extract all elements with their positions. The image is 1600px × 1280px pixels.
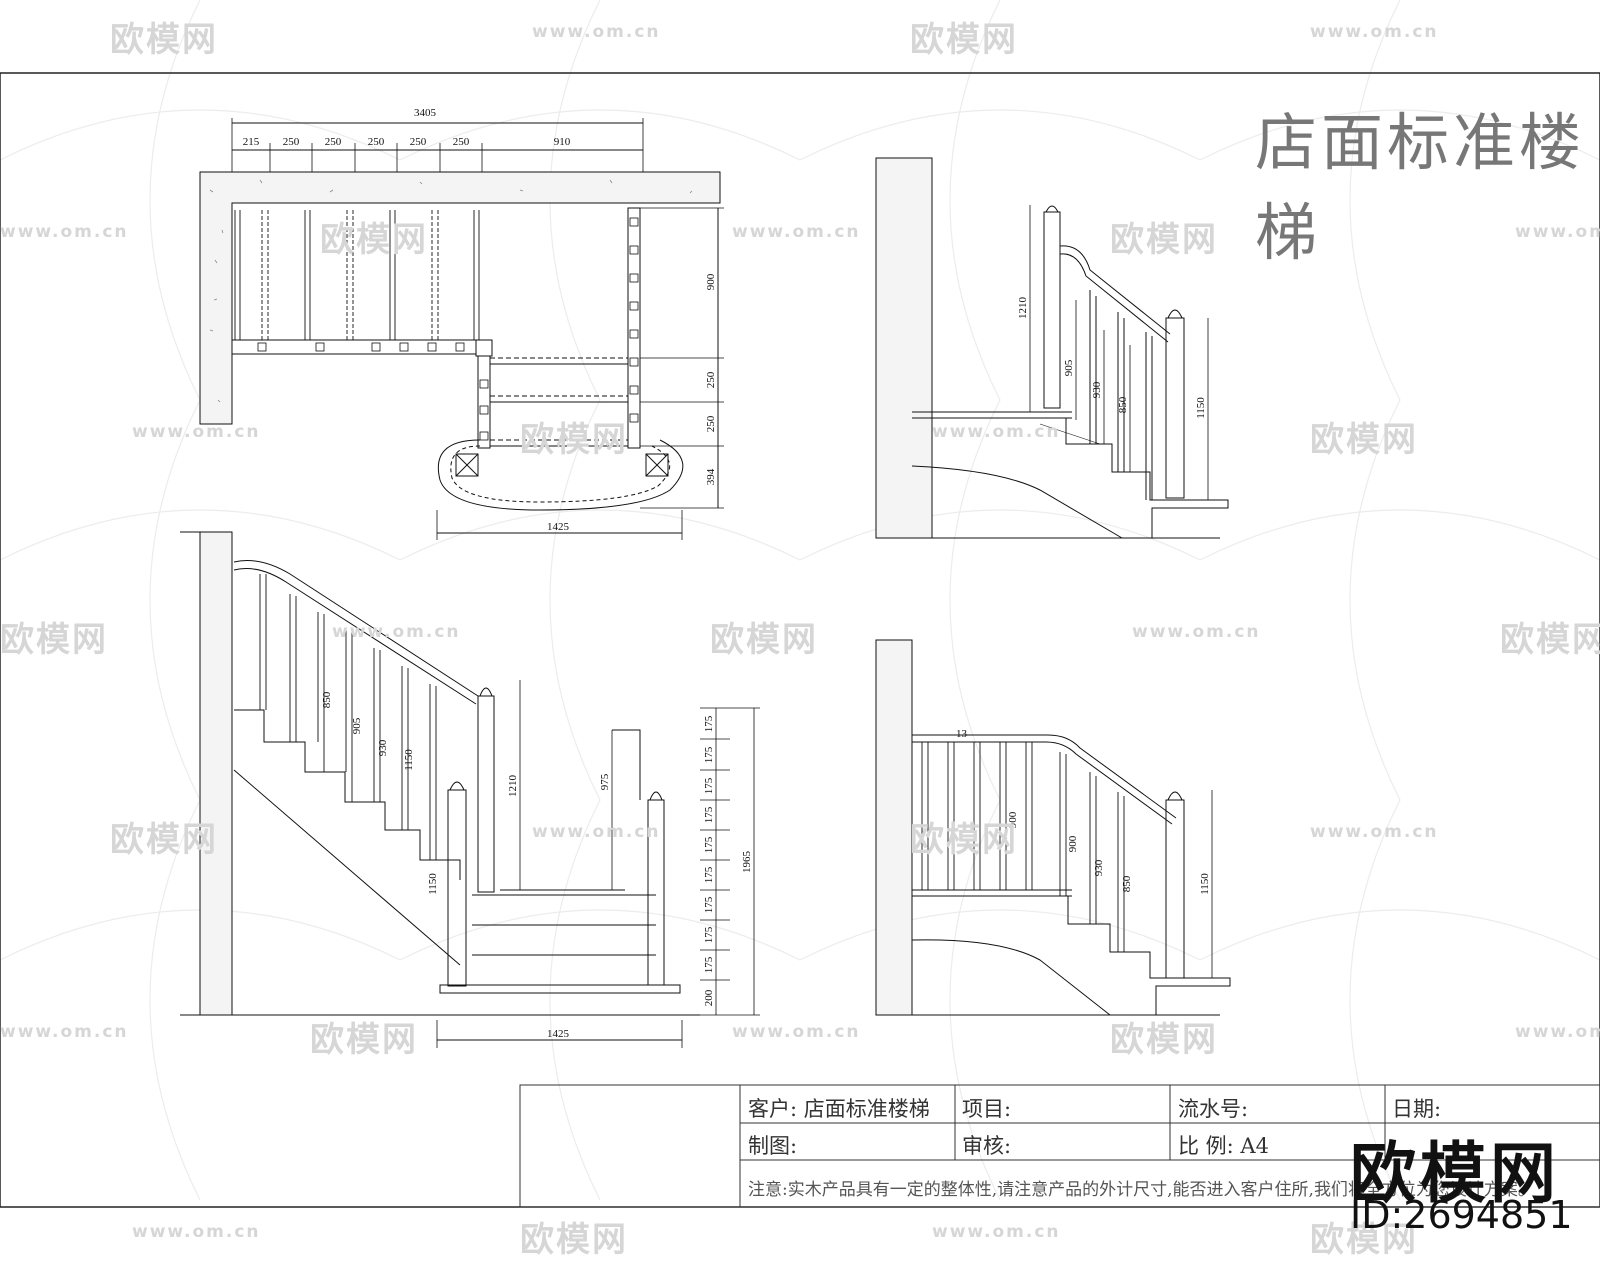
drawing-title: 店面标准楼梯 — [1255, 106, 1586, 269]
elevation-bottom-right — [875, 639, 1231, 1016]
elev-bl-stack: 175 — [703, 746, 715, 763]
elev-bl-stack: 175 — [703, 836, 715, 853]
elev-bl-dim-labels: 850 905 930 1150 1150 1210 975 175 175 1… — [321, 691, 753, 1040]
elev-bl-dim: 930 — [377, 739, 389, 756]
elev-br-dim-labels: 13 900 900 930 850 1150 — [956, 728, 1211, 895]
elev-bl-total: 1965 — [741, 851, 753, 874]
tb-scale: 比 例: A4 — [1178, 1134, 1269, 1158]
elev-bl-dim: 850 — [321, 691, 333, 708]
elev-tr-dim-labels: 1210 905 930 850 1150 — [1017, 297, 1207, 419]
plan-view — [199, 118, 724, 540]
plan-dim-seg: 250 — [368, 136, 385, 148]
elev-bl-dim: 1150 — [427, 873, 439, 895]
elev-tr-dim: 1210 — [1017, 297, 1029, 320]
elevation-top-right — [875, 157, 1229, 539]
elevation-bottom-left — [180, 531, 760, 1048]
plan-dim-labels: 3405 215 250 250 250 250 250 910 900 250… — [243, 107, 717, 533]
tb-project: 项目: — [962, 1097, 1012, 1121]
elev-br-dim: 850 — [1121, 875, 1133, 892]
elev-br-dim: 900 — [1007, 811, 1019, 828]
plan-dim-seg: 250 — [283, 136, 300, 148]
plan-dim-right: 250 — [705, 415, 717, 432]
tb-client: 客户: 店面标准楼梯 — [748, 1097, 930, 1121]
elev-tr-dim: 905 — [1063, 359, 1075, 376]
elev-br-dim: 900 — [1067, 835, 1079, 852]
elev-bl-stack: 175 — [703, 956, 715, 973]
elev-br-dim: 1150 — [1199, 873, 1211, 895]
elev-bl-dim: 975 — [599, 773, 611, 790]
elev-br-dim: 930 — [1093, 859, 1105, 876]
elev-bl-stack: 175 — [703, 896, 715, 913]
elev-bl-dim: 1150 — [403, 749, 415, 771]
plan-dim-right: 900 — [705, 273, 717, 290]
tb-note: 注意:实木产品具有一定的整体性,请注意产品的外计尺寸,能否进入客户住所,我们将全… — [748, 1180, 1535, 1200]
plan-dim-seg: 250 — [325, 136, 342, 148]
title-block — [519, 1084, 1600, 1208]
plan-dim-seg: 250 — [410, 136, 427, 148]
elev-bl-stack: 200 — [703, 989, 715, 1006]
background-arcs — [0, 0, 1600, 1201]
tb-date: 日期: — [1392, 1097, 1442, 1121]
elev-tr-dim: 930 — [1091, 381, 1103, 398]
plan-dim-seg: 215 — [243, 136, 260, 148]
elev-bl-stack: 175 — [703, 866, 715, 883]
tb-drafter: 制图: — [748, 1134, 798, 1158]
brand-logo: 欧模网 — [1350, 1135, 1560, 1212]
elev-bl-stack: 175 — [703, 926, 715, 943]
brand-id: ID:2694851 — [1350, 1193, 1573, 1237]
plan-dim-right: 250 — [705, 371, 717, 388]
tb-serial: 流水号: — [1178, 1097, 1249, 1121]
elev-bl-dim: 905 — [351, 717, 363, 734]
plan-dim-seg: 910 — [554, 136, 571, 148]
plan-dim-overall: 3405 — [414, 107, 437, 119]
elev-tr-dim: 1150 — [1195, 397, 1207, 419]
plan-dim-seg: 250 — [453, 136, 470, 148]
elev-bl-stack: 175 — [703, 777, 715, 794]
elev-bl-stack: 175 — [703, 806, 715, 823]
tb-reviewer: 审核: — [962, 1134, 1012, 1158]
elev-bl-stack: 175 — [703, 715, 715, 732]
elev-tr-dim: 850 — [1117, 396, 1129, 413]
elev-bl-bottom: 1425 — [547, 1028, 570, 1040]
plan-dim-right: 394 — [705, 468, 717, 485]
elev-br-dim: 13 — [956, 728, 968, 740]
elev-bl-dim: 1210 — [507, 775, 519, 798]
plan-dim-bottom: 1425 — [547, 521, 570, 533]
